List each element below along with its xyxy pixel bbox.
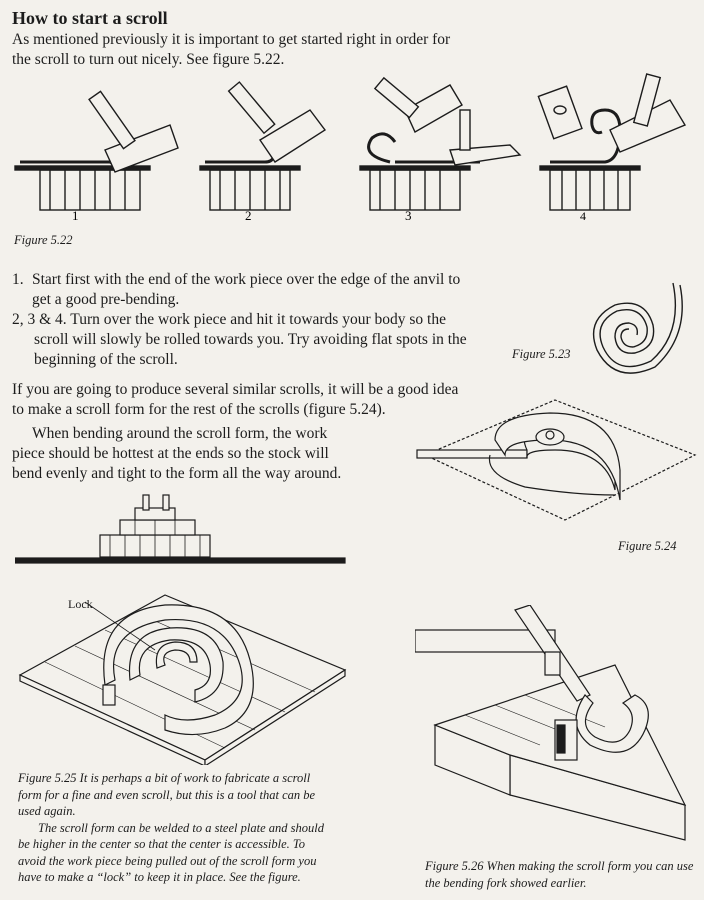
step-1-drawing [14, 90, 179, 211]
figure-5-22-step-4: 4 [537, 73, 687, 223]
svg-text:2: 2 [245, 208, 252, 223]
scroll-form-paragraph: If you are going to produce several simi… [12, 380, 467, 420]
step-4-label: 4 [580, 209, 586, 223]
intro-paragraph: As mentioned previously it is important … [12, 31, 451, 68]
step-labels: 1 2 3 [72, 208, 412, 223]
figure-5-23-spiral [592, 282, 683, 374]
figure-5-25-side-view [15, 494, 346, 564]
steps-list: 1. Start first with the end of the work … [12, 270, 467, 370]
step-text: Turn over the work piece and hit it towa… [34, 311, 467, 368]
step-item-1: 1. Start first with the end of the work … [12, 270, 467, 310]
bending-paragraph: When bending around the scroll form, the… [12, 425, 342, 482]
figure-5-23-caption: Figure 5.23 [512, 347, 571, 361]
svg-text:3: 3 [405, 208, 412, 223]
step-number: 1. [12, 271, 24, 288]
figure-5-25-caption: Figure 5.25 It is perhaps a bit of work … [18, 770, 328, 886]
figure-5-25-caption-p2: The scroll form can be welded to a steel… [18, 820, 324, 885]
figure-5-22-illustration: 1 2 3 [14, 76, 522, 223]
lock-label: Lock [68, 597, 93, 611]
figure-5-22-caption: Figure 5.22 [14, 233, 73, 247]
figure-5-24-scroll-form [416, 399, 697, 521]
figure-5-26-bending-fork [415, 605, 687, 841]
step-number: 2, 3 & 4. [12, 311, 67, 328]
scroll-form-text: If you are going to produce several simi… [12, 381, 459, 418]
step-3-drawing [359, 76, 522, 211]
section-heading: How to start a scroll [12, 8, 168, 28]
step-item-2: 2, 3 & 4. Turn over the work piece and h… [12, 310, 467, 370]
figure-5-24-caption: Figure 5.24 [618, 539, 677, 553]
figure-5-25-plate-view [18, 594, 347, 765]
figure-5-26-caption: Figure 5.26 When making the scroll form … [425, 859, 694, 890]
svg-text:1: 1 [72, 208, 79, 223]
figure-5-25-caption-p1: Figure 5.25 It is perhaps a bit of work … [18, 771, 316, 818]
step-text: Start first with the end of the work pie… [32, 271, 461, 308]
step-2-drawing [199, 81, 327, 211]
